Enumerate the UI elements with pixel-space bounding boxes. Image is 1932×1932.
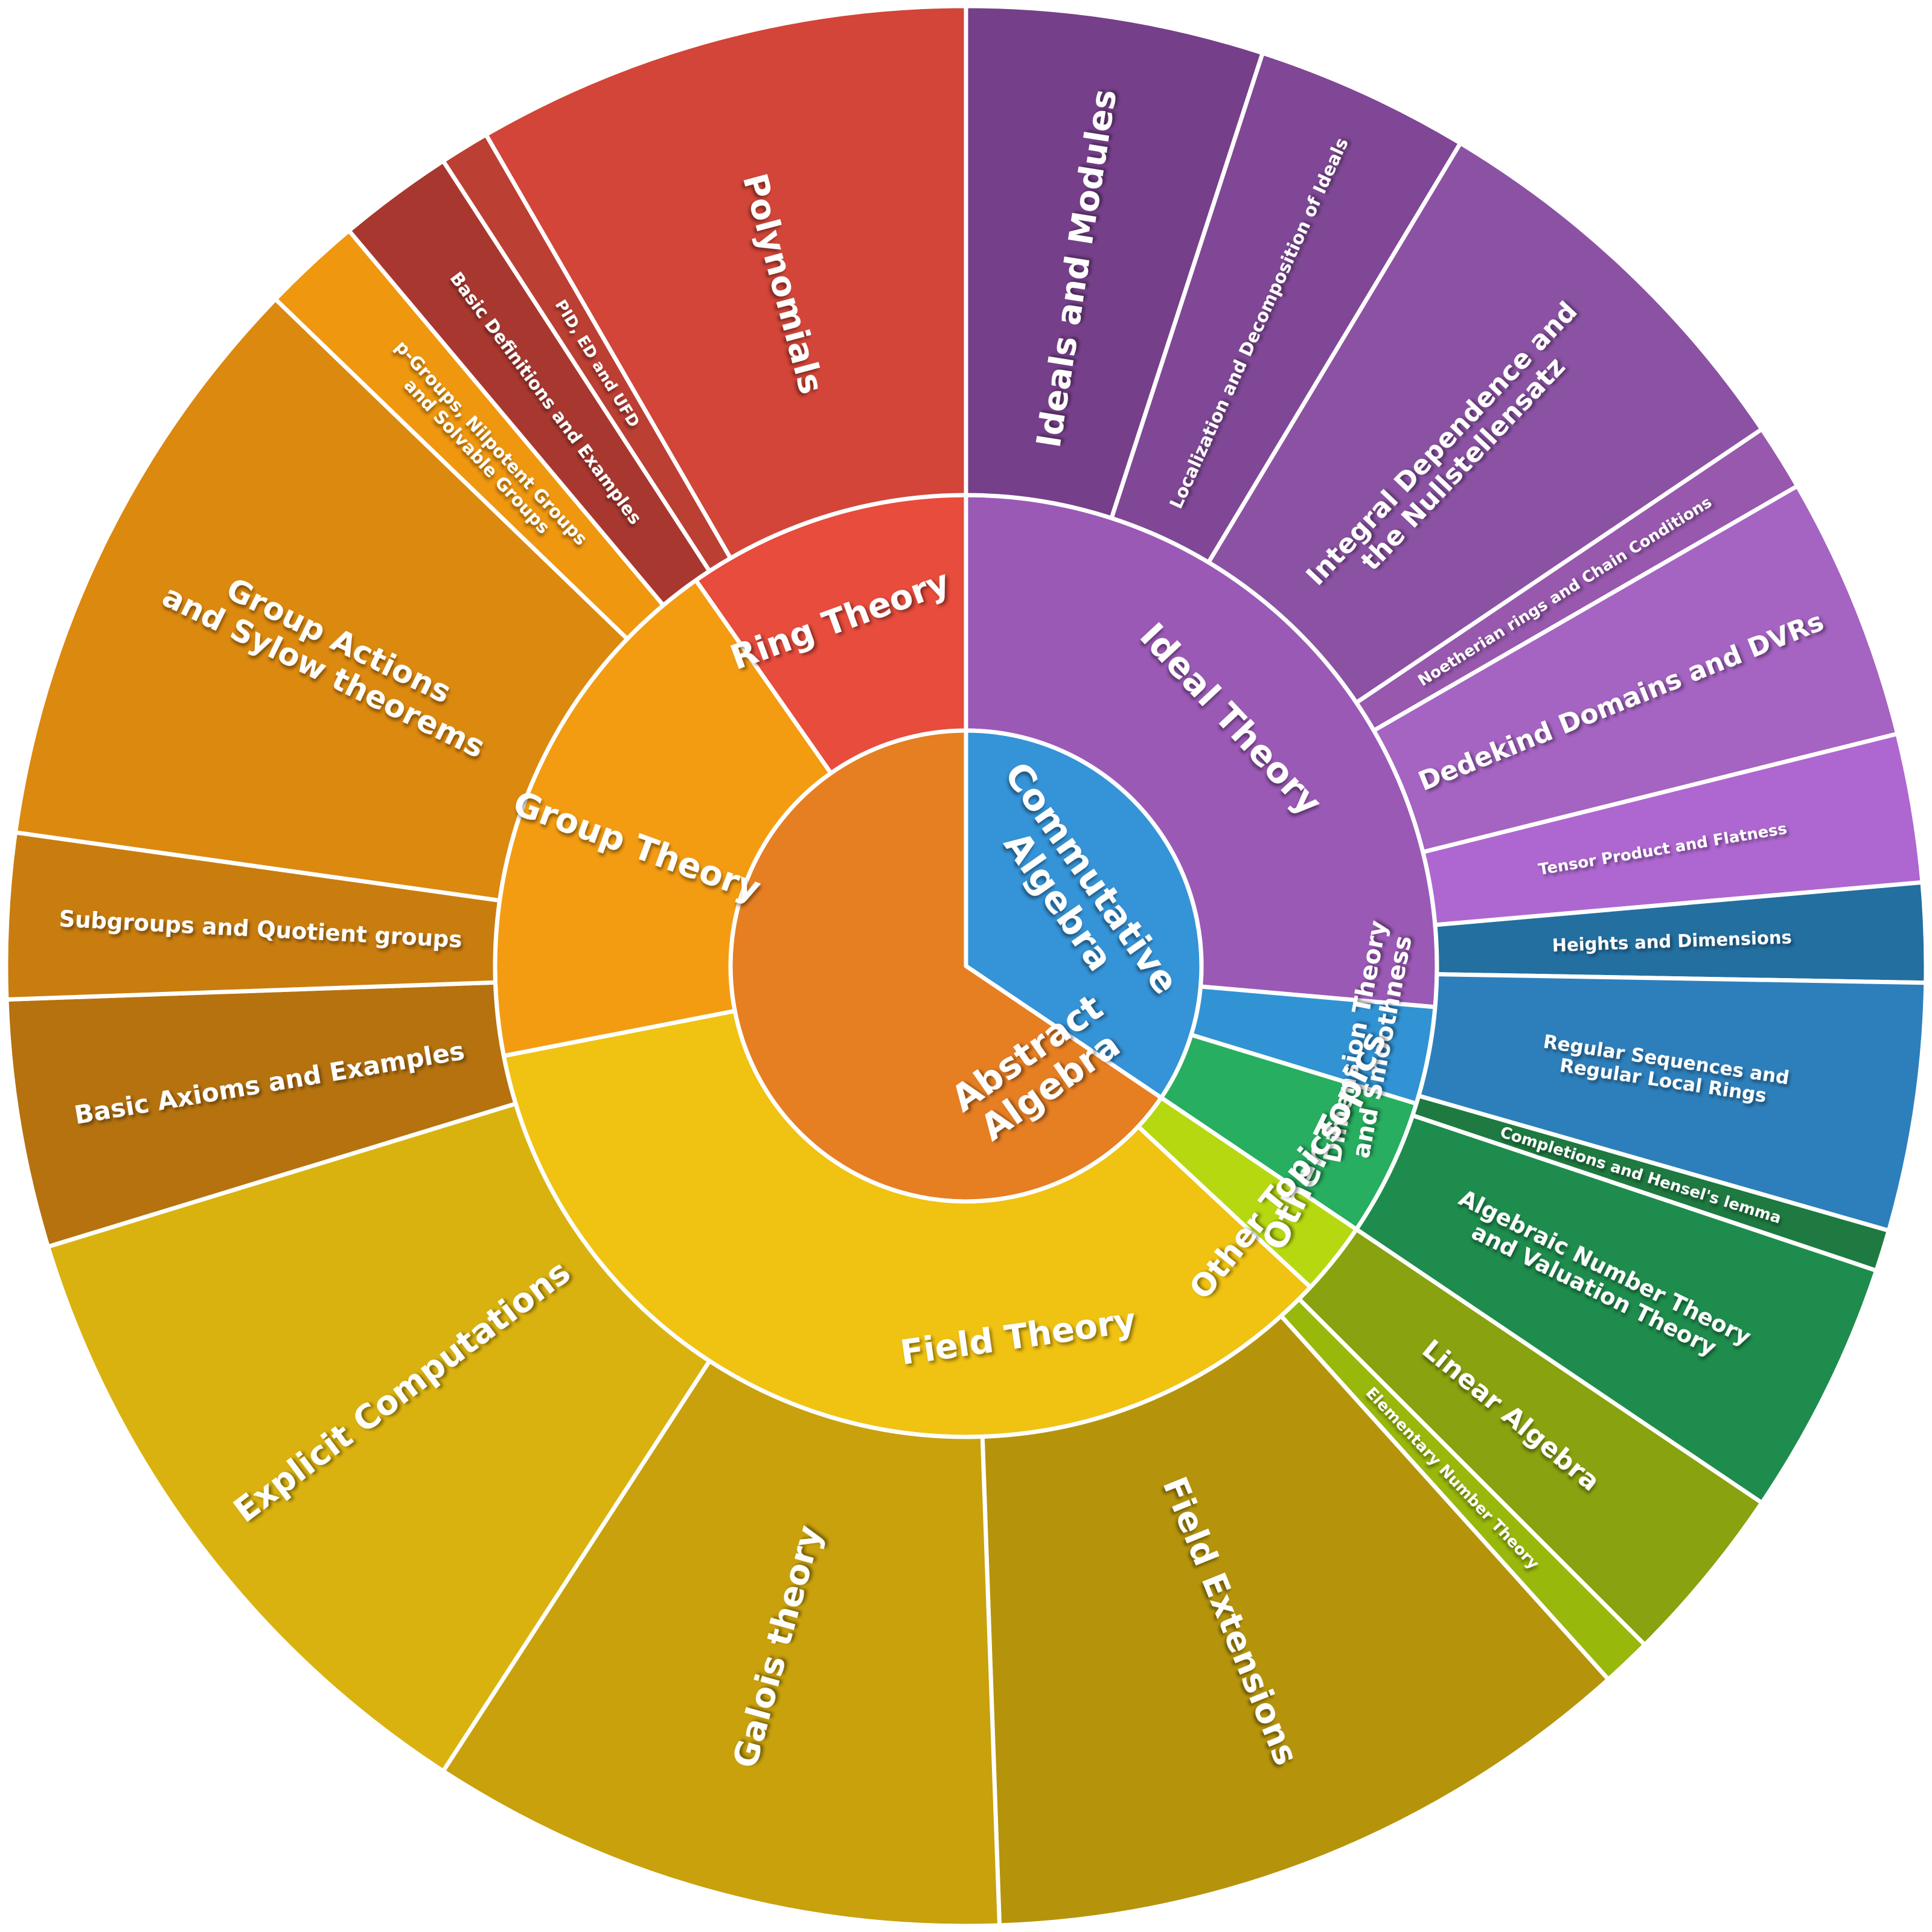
segment-commutative[interactable] [964, 728, 1204, 1100]
segment-outer-group-actions-and-sylow-theorems[interactable] [13, 296, 630, 903]
segment-outer-integral-dependence-and-the-nullstellensatz[interactable] [1206, 141, 1764, 705]
sunburst-segments [4, 4, 1928, 1928]
segment-outer-ideals-and-modules[interactable] [964, 4, 1265, 520]
segment-outer-polynomials[interactable] [484, 4, 968, 560]
segment-outer-field-extensions[interactable] [980, 1314, 1611, 1928]
segment-outer-explicit-computations[interactable] [45, 1101, 712, 1773]
segment-outer-galois-theory[interactable] [441, 1358, 1002, 1928]
